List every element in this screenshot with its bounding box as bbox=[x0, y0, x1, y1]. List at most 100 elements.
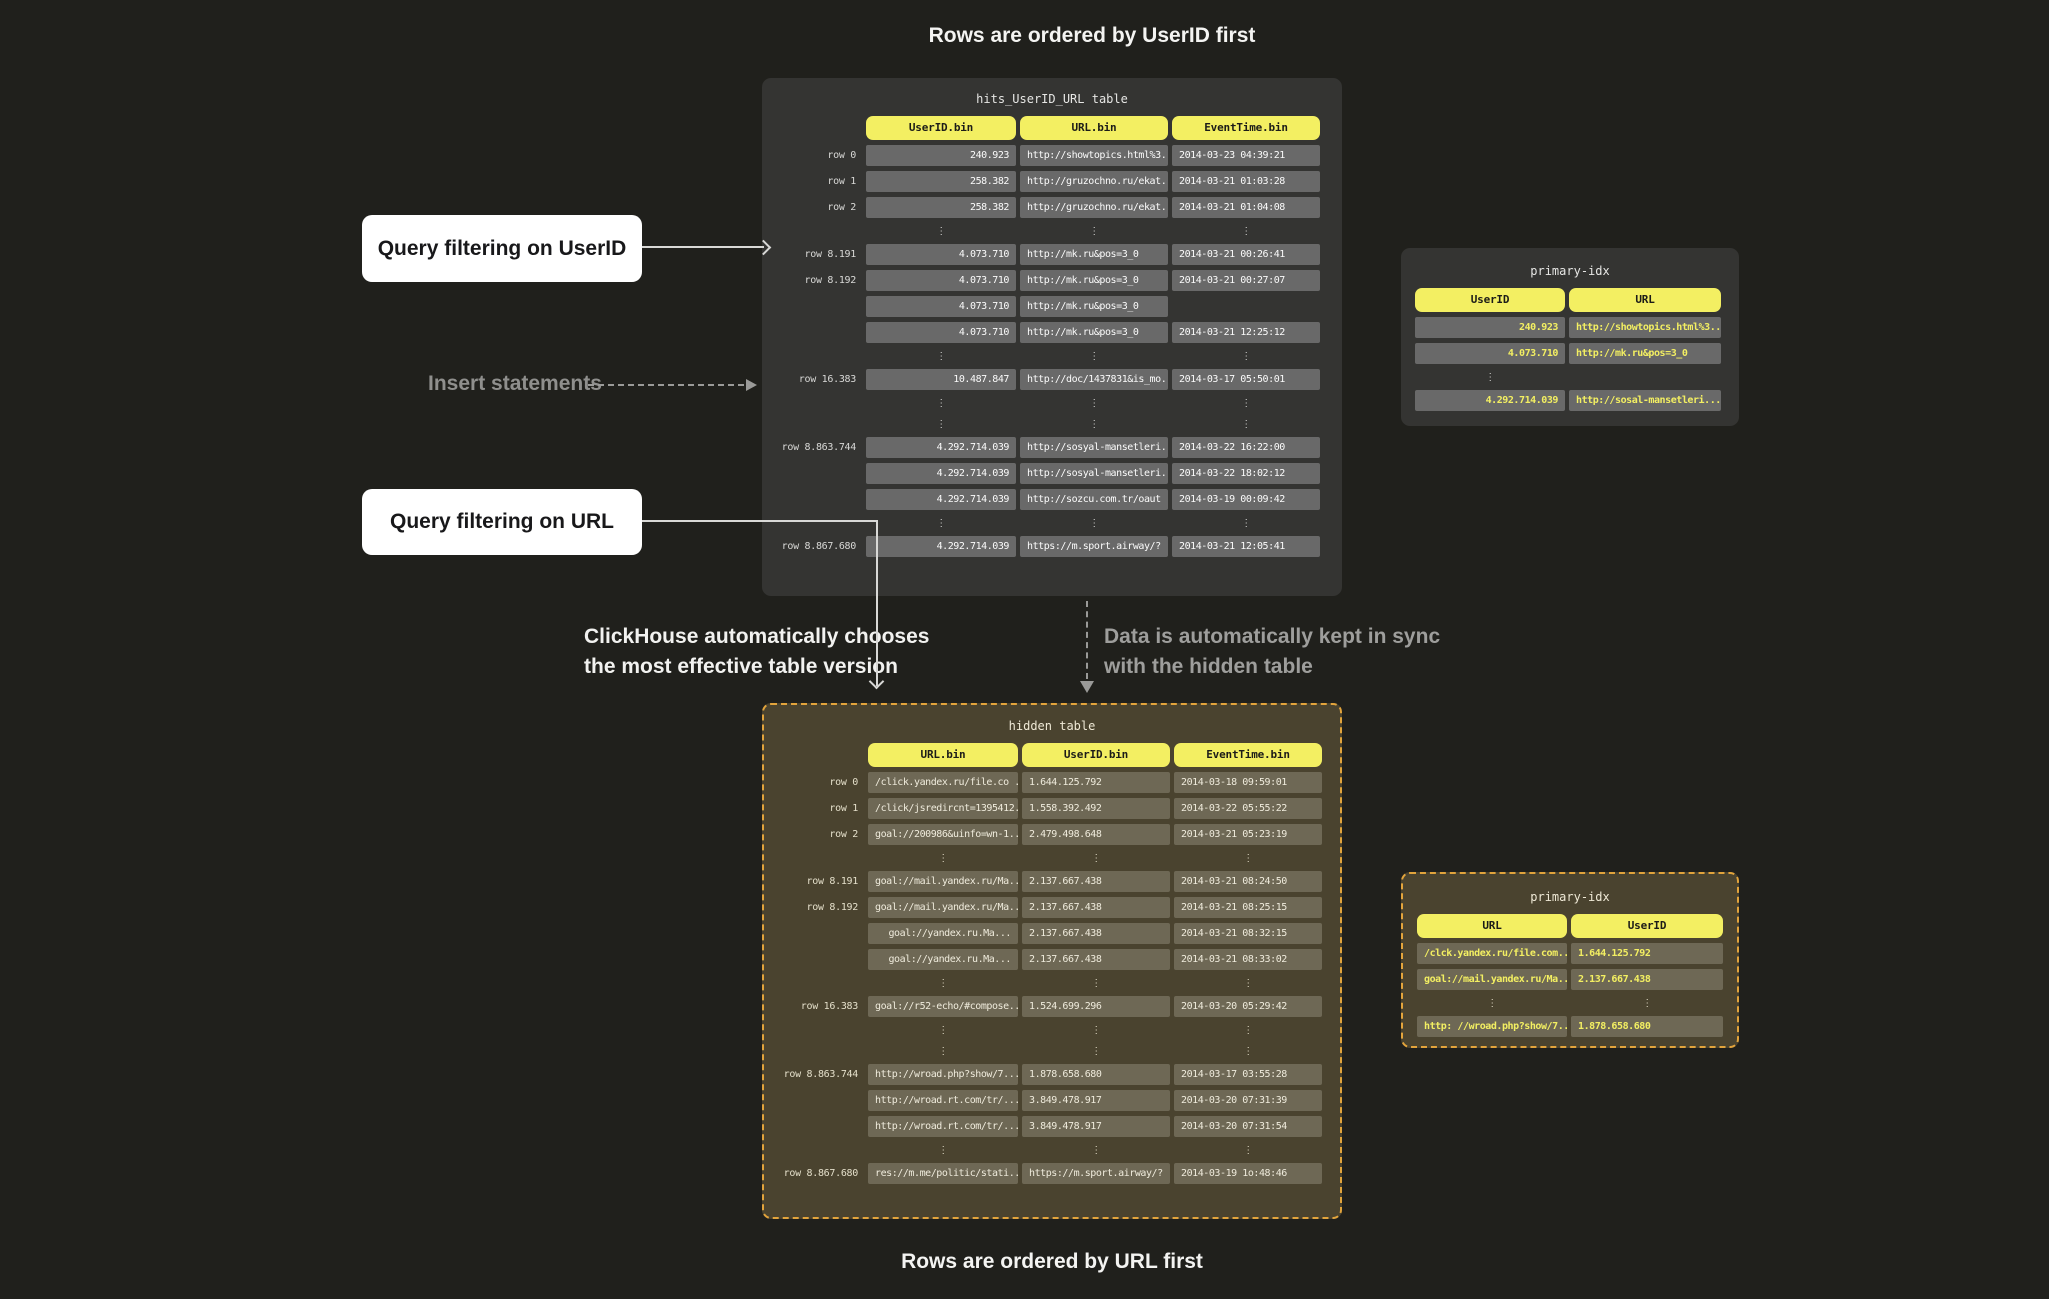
table-row: http: //wroad.php?show/7...1.878.658.680 bbox=[1417, 1016, 1723, 1037]
caption-ordered-by-url: Rows are ordered by URL first bbox=[901, 1250, 1203, 1273]
data-cell: http://sosal-mansetleri... bbox=[1569, 390, 1721, 411]
data-cell: 258.382 bbox=[866, 171, 1016, 192]
ellipsis-mark: ⋮ bbox=[936, 418, 946, 430]
table-row: row 8.867.680 res://m.me/politic/stati...… bbox=[776, 1163, 1328, 1184]
data-cell: http://showtopics.html%3... bbox=[1020, 145, 1168, 166]
empty-cell bbox=[1172, 296, 1320, 317]
row-label: row 8.191 bbox=[806, 876, 859, 887]
column-header-pill: URL.bin bbox=[868, 743, 1018, 767]
note-clickhouse-chooses-line1: ClickHouse automatically chooses bbox=[584, 625, 930, 648]
data-cell: http://sozcu.com.tr/oaut bbox=[1020, 489, 1168, 510]
note-kept-in-sync-line1: Data is automatically kept in sync bbox=[1104, 625, 1441, 648]
row-label: row 8.863.744 bbox=[783, 1069, 859, 1080]
arrow-filter-url-hline bbox=[642, 520, 878, 522]
arrow-sync-head-icon bbox=[1080, 681, 1094, 693]
data-cell: 2014-03-21 01:04:08 bbox=[1172, 197, 1320, 218]
ellipsis-row: ⋮⋮⋮ bbox=[776, 1022, 1328, 1038]
data-cell: 240.923 bbox=[866, 145, 1016, 166]
data-cell: 1.878.658.680 bbox=[1571, 1016, 1723, 1037]
ellipsis-mark: ⋮ bbox=[1091, 852, 1101, 864]
data-cell: goal://r52-echo/#compose... bbox=[868, 996, 1018, 1017]
column-header-pill: UserID.bin bbox=[866, 116, 1016, 140]
callout-insert-statements: Insert statements bbox=[428, 372, 602, 395]
data-cell: 2.137.667.438 bbox=[1022, 871, 1170, 892]
row-label: row 8.867.680 bbox=[781, 541, 857, 552]
ellipsis-mark: ⋮ bbox=[936, 225, 946, 237]
data-cell: goal://mail.yandex.ru/Ma... bbox=[1417, 969, 1567, 990]
data-cell: http://wroad.php?show/7... bbox=[868, 1064, 1018, 1085]
table-title: hidden table bbox=[1008, 719, 1096, 733]
data-cell: 4.073.710 bbox=[866, 296, 1016, 317]
column-header-pill: URL.bin bbox=[1020, 116, 1168, 140]
row-label: row 1 bbox=[827, 176, 856, 187]
ellipsis-row: ⋮ ⋮ ⋮ bbox=[776, 850, 1328, 866]
row-label: row 0 bbox=[829, 777, 858, 788]
arrow-filter-url-vline bbox=[876, 520, 878, 686]
column-header-pill: EventTime.bin bbox=[1172, 116, 1320, 140]
data-cell: 2014-03-22 05:55:22 bbox=[1174, 798, 1322, 819]
data-cell: 4.292.714.039 bbox=[1415, 390, 1565, 411]
data-cell: 2.137.667.438 bbox=[1022, 923, 1170, 944]
data-cell: http://sosyal-mansetleri... bbox=[1020, 463, 1168, 484]
ellipsis-mark: ⋮ bbox=[938, 977, 948, 989]
data-cell: 2014-03-18 09:59:01 bbox=[1174, 772, 1322, 793]
row-label: row 2 bbox=[829, 829, 858, 840]
data-cell: http://showtopics.html%3... bbox=[1569, 317, 1721, 338]
data-cell: http://wroad.rt.com/tr/... bbox=[868, 1090, 1018, 1111]
data-cell: 2014-03-21 08:25:15 bbox=[1174, 897, 1322, 918]
ellipsis-mark: ⋮ bbox=[1241, 397, 1251, 409]
data-cell: 2014-03-19 00:09:42 bbox=[1172, 489, 1320, 510]
data-cell: 2.137.667.438 bbox=[1022, 949, 1170, 970]
row-label: row 8.867.680 bbox=[783, 1168, 859, 1179]
data-cell: 4.073.710 bbox=[866, 244, 1016, 265]
data-cell: 4.292.714.039 bbox=[866, 489, 1016, 510]
ellipsis-mark: ⋮ bbox=[1091, 1144, 1101, 1156]
data-cell: 1.644.125.792 bbox=[1571, 943, 1723, 964]
data-cell: 2014-03-21 00:27:07 bbox=[1172, 270, 1320, 291]
ellipsis-row: ⋮⋮⋮ bbox=[774, 395, 1330, 411]
data-cell: 4.073.710 bbox=[866, 322, 1016, 343]
column-header-pill: URL bbox=[1569, 288, 1721, 312]
data-cell: http://doc/1437831&is_mo... bbox=[1020, 369, 1168, 390]
data-cell: 2014-03-22 16:22:00 bbox=[1172, 437, 1320, 458]
column-header-pill: UserID bbox=[1571, 914, 1723, 938]
ellipsis-mark: ⋮ bbox=[936, 517, 946, 529]
data-cell: 3.849.478.917 bbox=[1022, 1116, 1170, 1137]
data-cell: 258.382 bbox=[866, 197, 1016, 218]
ellipsis-mark: ⋮ bbox=[1243, 852, 1253, 864]
data-cell: 2014-03-21 08:33:02 bbox=[1174, 949, 1322, 970]
data-cell: 1.524.699.296 bbox=[1022, 996, 1170, 1017]
ellipsis-mark: ⋮ bbox=[1487, 997, 1497, 1009]
note-kept-in-sync-line2: with the hidden table bbox=[1104, 655, 1313, 678]
ellipsis-mark: ⋮ bbox=[938, 852, 948, 864]
row-label: row 16.383 bbox=[798, 374, 857, 385]
data-cell: http://sosyal-mansetleri... bbox=[1020, 437, 1168, 458]
arrow-filter-userid-line bbox=[642, 246, 764, 248]
table-row: row 0/click.yandex.ru/file.co ...1.644.1… bbox=[776, 772, 1328, 793]
arrow-insert-dashed-line bbox=[588, 384, 744, 386]
data-cell: 240.923 bbox=[1415, 317, 1565, 338]
ellipsis-mark: ⋮ bbox=[1241, 225, 1251, 237]
ellipsis-mark: ⋮ bbox=[1089, 418, 1099, 430]
ellipsis-mark: ⋮ bbox=[1089, 517, 1099, 529]
data-cell: 2014-03-22 18:02:12 bbox=[1172, 463, 1320, 484]
data-cell: res://m.me/politic/stati... bbox=[868, 1163, 1018, 1184]
data-cell: 2014-03-23 04:39:21 bbox=[1172, 145, 1320, 166]
data-cell: goal://yandex.ru.Ma... bbox=[868, 949, 1018, 970]
callout-query-filtering-url: Query filtering on URL bbox=[362, 489, 642, 555]
